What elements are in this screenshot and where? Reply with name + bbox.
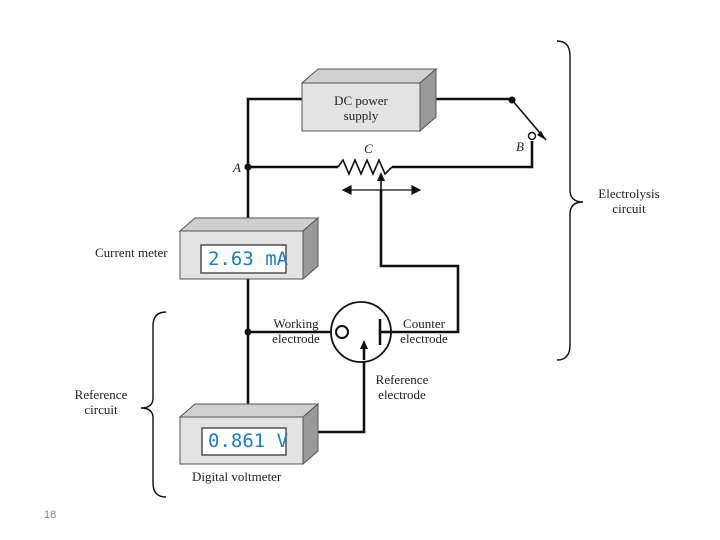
node-b-label: B [516, 139, 524, 154]
current-meter-label: Current meter [95, 245, 168, 260]
power-supply-label: DC power supply [334, 93, 388, 123]
variable-resistor [337, 157, 393, 190]
slider-arrowhead [377, 172, 385, 181]
working-electrode-symbol [335, 325, 349, 339]
slide-number: 18 [44, 509, 57, 521]
current-meter-box [178, 216, 320, 281]
working-electrode-label: Working electrode [272, 316, 320, 346]
reference-electrode-tip [360, 340, 368, 349]
counter-electrode-label: Counter electrode [400, 316, 448, 346]
voltmeter-box [178, 402, 320, 466]
node-c-label: C [364, 141, 373, 156]
wire-reference-electrode [318, 348, 366, 434]
switch [508, 96, 547, 141]
reference-brace [140, 311, 167, 498]
junction-dot [244, 328, 252, 336]
wire-counter-electrode [379, 190, 460, 334]
dc-power-supply-box [300, 67, 438, 133]
voltmeter-reading: 0.861 V [208, 430, 289, 452]
reference-circuit-label: Reference circuit [74, 387, 128, 417]
electrolytic-cell [330, 301, 392, 363]
adjust-arrows [341, 185, 422, 195]
electrolysis-circuit-label: Electrolysis circuit [598, 186, 660, 216]
wire-resistor-to-b [392, 141, 534, 169]
node-a-dot [244, 163, 252, 171]
wire-a-to-supply [246, 97, 302, 267]
node-a-label: A [233, 160, 241, 175]
electrolysis-brace [556, 40, 584, 361]
reference-electrode-label: Reference electrode [375, 372, 429, 402]
current-meter-reading: 2.63 mA [208, 248, 289, 270]
voltmeter-label: Digital voltmeter [192, 469, 282, 484]
